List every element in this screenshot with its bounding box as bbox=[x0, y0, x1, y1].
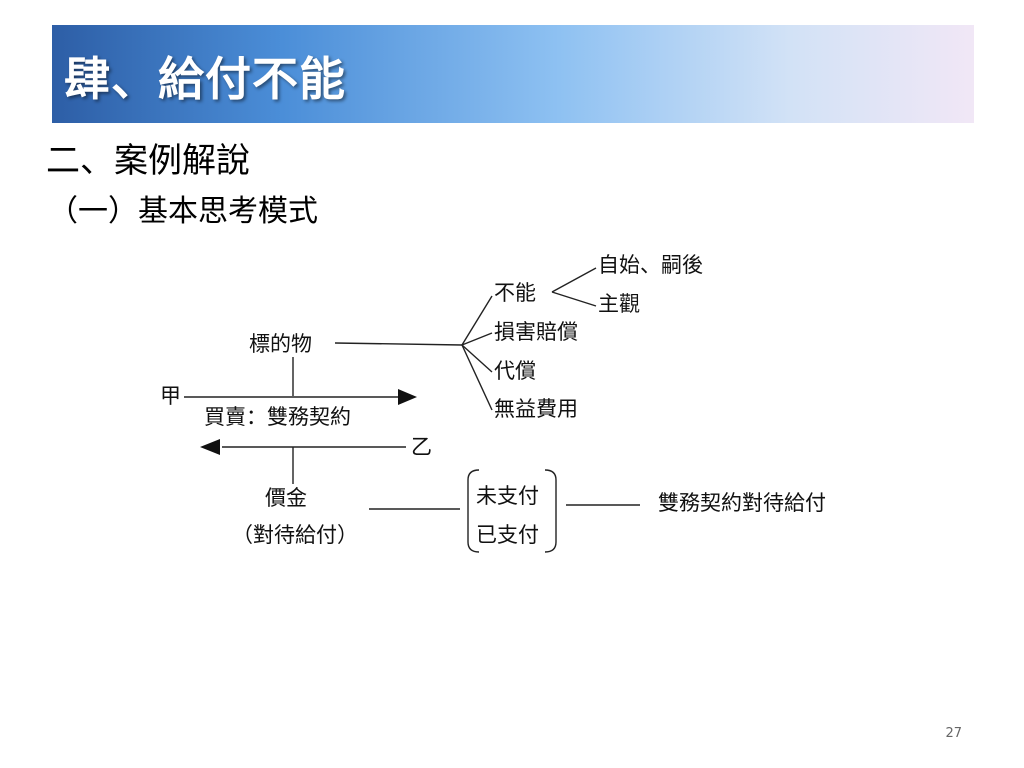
subbranch-line-2 bbox=[551, 291, 597, 307]
branch-line-damages bbox=[461, 332, 493, 346]
branch-damages: 損害賠償 bbox=[494, 320, 578, 344]
slide-title: 肆、給付不能 bbox=[64, 52, 346, 106]
branch-line-expenses bbox=[461, 344, 493, 411]
left-bracket bbox=[467, 469, 480, 553]
conclusion-label: 雙務契約對待給付 bbox=[658, 491, 826, 515]
arrowhead-right bbox=[398, 389, 417, 405]
title-bar: 肆、給付不能 bbox=[52, 25, 974, 123]
branch-line-impossible bbox=[461, 295, 493, 346]
branch-line-substitute bbox=[461, 344, 493, 373]
subject-line bbox=[334, 342, 463, 346]
subbranch-line-1 bbox=[551, 267, 597, 293]
party-a-label: 甲 bbox=[160, 384, 181, 408]
subject-label: 標的物 bbox=[249, 332, 312, 356]
subsection-heading: （一）基本思考模式 bbox=[48, 194, 318, 229]
price-note-label: （對待給付） bbox=[232, 523, 358, 547]
page-number: 27 bbox=[945, 726, 962, 741]
impossibility-initial-subsequent: 自始、嗣後 bbox=[598, 253, 703, 277]
branch-substitute: 代償 bbox=[494, 359, 536, 383]
price-label: 價金 bbox=[265, 486, 307, 510]
branch-impossible: 不能 bbox=[494, 281, 536, 305]
payment-paid: 已支付 bbox=[476, 523, 539, 547]
arrowhead-left bbox=[200, 439, 220, 455]
payment-unpaid: 未支付 bbox=[476, 484, 539, 508]
branch-futile-expenses: 無益費用 bbox=[494, 397, 578, 421]
right-bracket bbox=[544, 469, 557, 553]
contract-label: 買賣：雙務契約 bbox=[204, 405, 351, 429]
party-b-label: 乙 bbox=[411, 435, 432, 459]
impossibility-subjective: 主觀 bbox=[598, 292, 640, 316]
section-heading: 二、案例解說 bbox=[46, 141, 250, 181]
